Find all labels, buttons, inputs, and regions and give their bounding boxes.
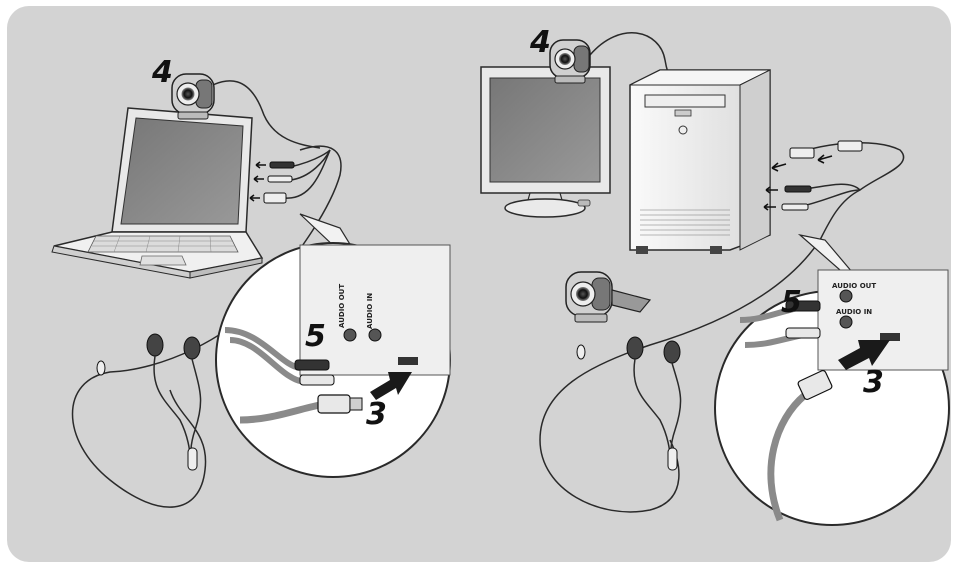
right-audio-in-label: AUDIO IN	[836, 308, 872, 316]
pc-tower	[630, 70, 770, 254]
right-zoom-callout: AUDIO OUT AUDIO IN	[715, 235, 949, 525]
laptop	[52, 108, 262, 278]
right-step-5-label: 5	[781, 285, 802, 320]
right-step-4-label: 4	[529, 25, 551, 60]
monitor	[481, 67, 610, 217]
right-audio-out-label: AUDIO OUT	[832, 282, 876, 290]
left-step-3-label: 3	[366, 397, 387, 432]
right-earphones	[577, 337, 681, 470]
desk-webcam	[566, 272, 650, 322]
left-step-5-label: 5	[305, 319, 326, 354]
left-audio-out-label: AUDIO OUT	[338, 284, 346, 328]
left-audio-in-label: AUDIO IN	[366, 293, 374, 329]
left-plugs	[250, 162, 294, 203]
left-setup: 4	[52, 55, 450, 507]
left-earphones	[97, 334, 201, 470]
right-step-3-label: 3	[863, 365, 884, 400]
left-step-4-label: 4	[151, 55, 173, 90]
right-setup: 4	[481, 25, 949, 525]
